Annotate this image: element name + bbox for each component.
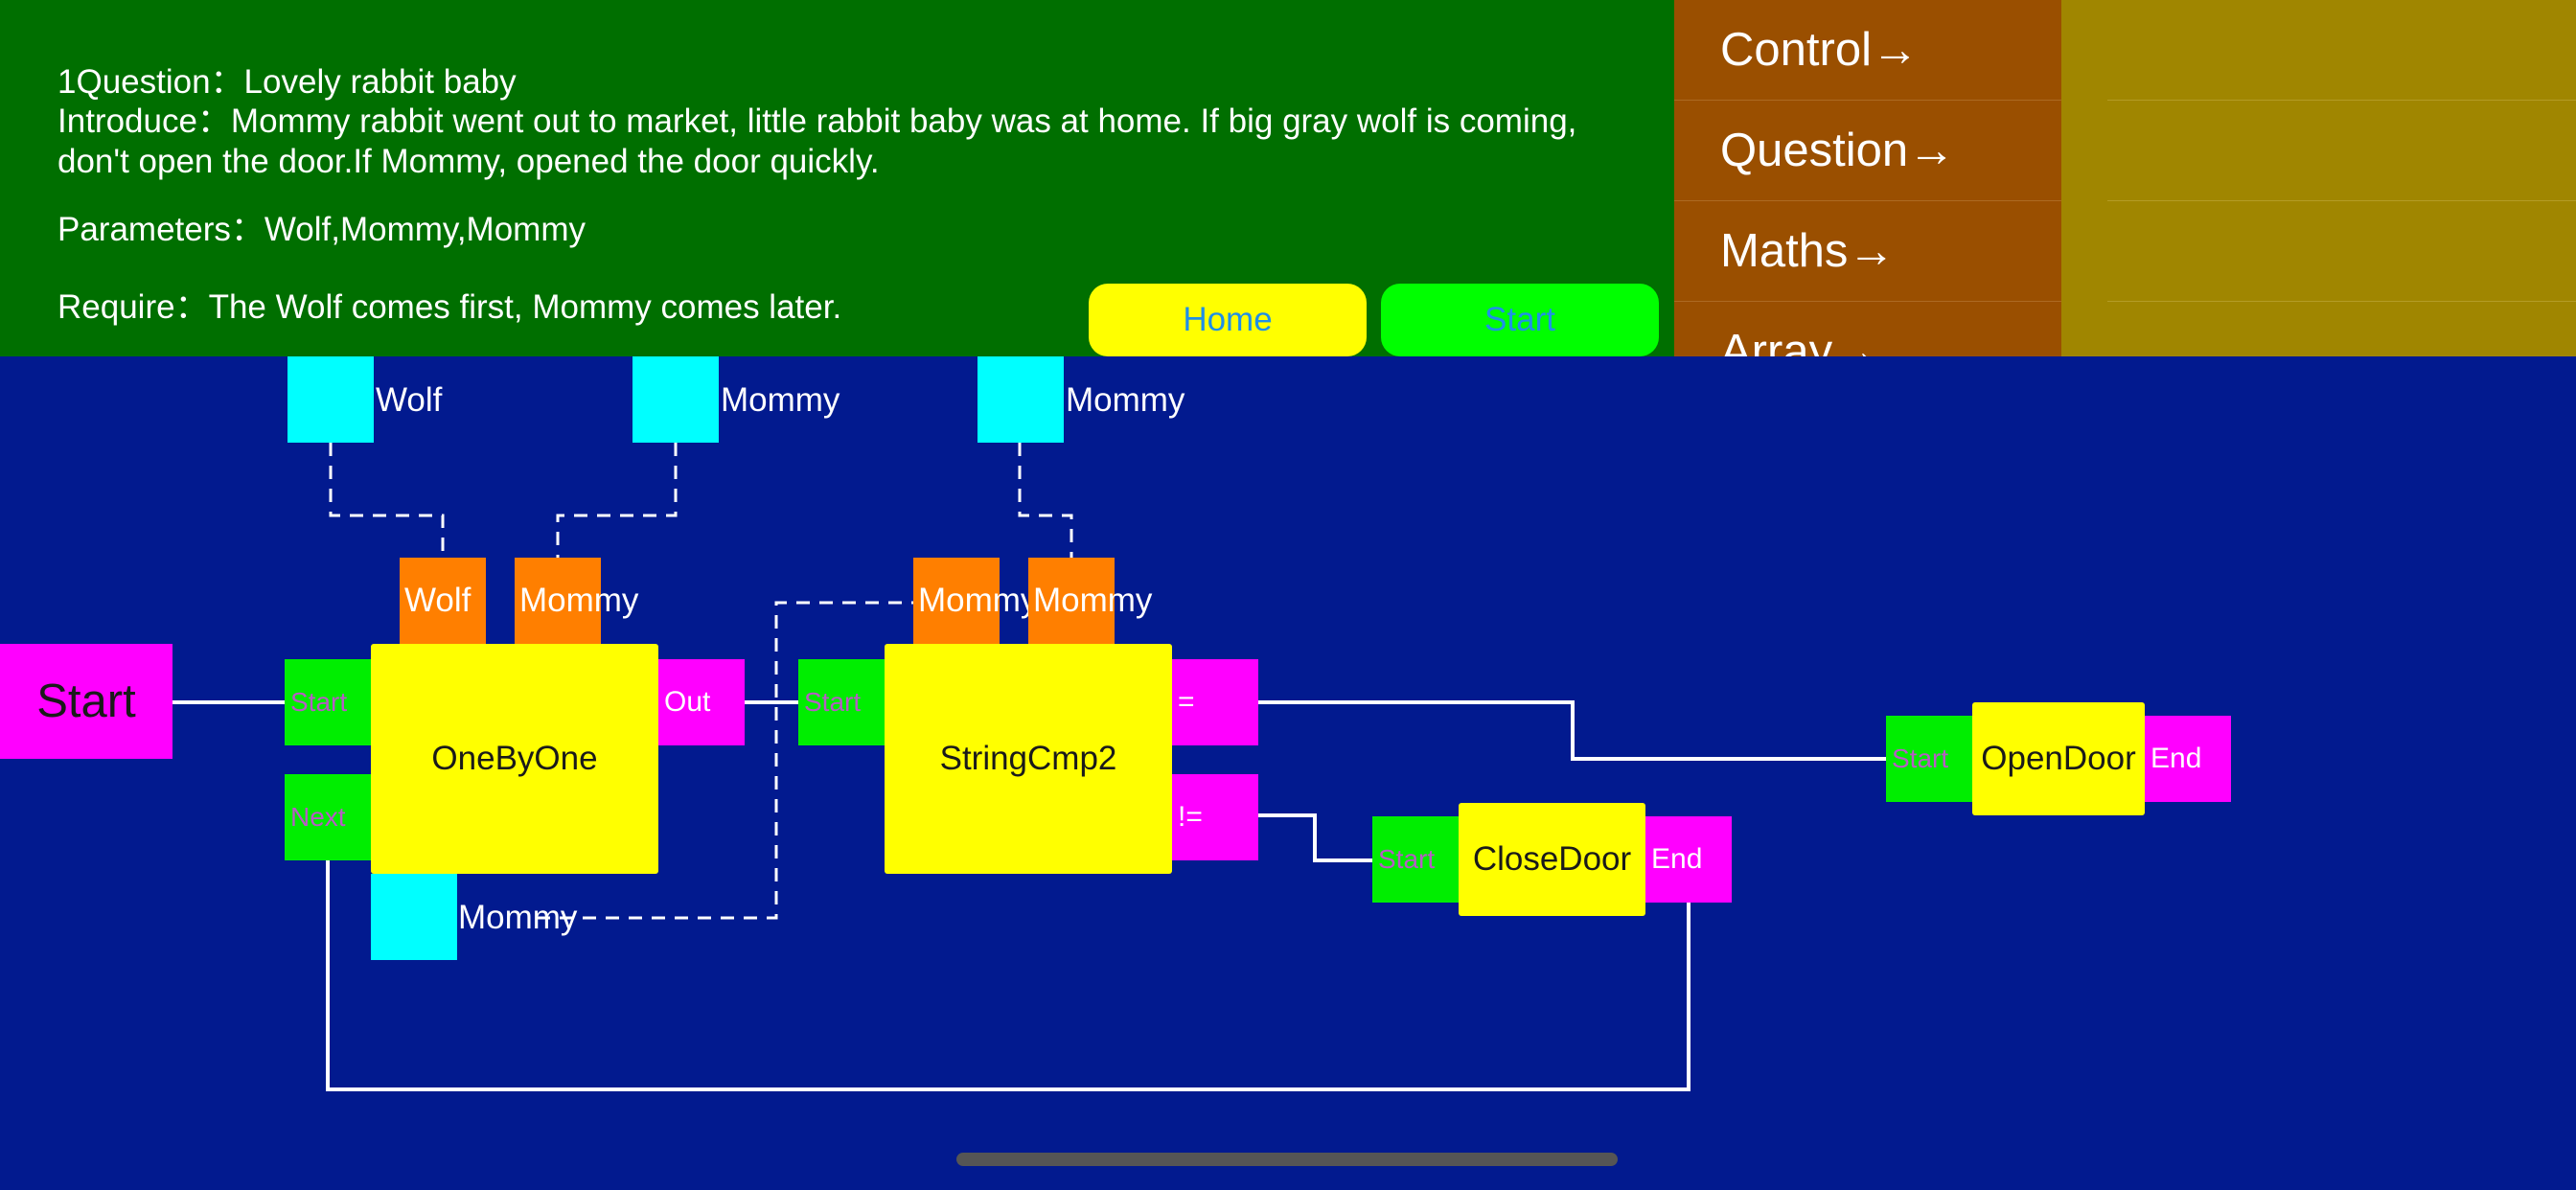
closedoor-node[interactable]: CloseDoor [1459, 803, 1645, 916]
category-menu: Control→ Question→ Maths→ Array→ [1674, 0, 2061, 356]
question-require: Require：The Wolf comes first, Mommy come… [58, 288, 842, 326]
variable-label: Mommy [458, 899, 578, 936]
question-introduce: Introduce：Mommy rabbit went out to marke… [58, 103, 1577, 180]
connection-wires [172, 443, 1886, 1091]
param-port-mommy[interactable]: Mommy [1028, 558, 1152, 644]
wire-neq-to-closedoor [1258, 813, 1372, 862]
variable-label: Wolf [376, 381, 443, 419]
menu-item-question[interactable]: Question→ [1674, 101, 2061, 201]
dash-result-to-stringcmp [537, 601, 958, 920]
variable-mommy[interactable] [632, 356, 719, 443]
flow-canvas[interactable]: Wolf Mommy Mommy Mommy Start Wolf Mommy … [0, 356, 2576, 1190]
opendoor-end-port[interactable]: End [2145, 716, 2231, 802]
onebyone-next-port[interactable]: Next [285, 774, 371, 860]
start-button[interactable]: Start [1381, 284, 1659, 356]
submenu-row[interactable] [2107, 201, 2576, 302]
onebyone-start-port[interactable]: Start [285, 659, 371, 745]
onebyone-node[interactable]: OneByOne [371, 644, 658, 874]
closedoor-end-port[interactable]: End [1645, 816, 1732, 903]
menu-item-array[interactable]: Array→ [1674, 302, 2061, 356]
wire-closedoor-end-loop [326, 858, 1690, 1091]
onebyone-out-port[interactable]: Out [658, 659, 745, 745]
dash-wolf-to-param [329, 443, 445, 558]
variable-mommy[interactable] [978, 356, 1064, 443]
variable-mommy-result[interactable] [371, 874, 457, 960]
variable-label: Mommy [1066, 381, 1185, 419]
menu-item-maths[interactable]: Maths→ [1674, 201, 2061, 302]
submenu-panel [2061, 0, 2576, 356]
stringcmp-equal-port[interactable]: = [1172, 659, 1258, 745]
variable-wolf[interactable] [288, 356, 374, 443]
param-port-mommy[interactable]: Mommy [515, 558, 638, 644]
stringcmp-start-port[interactable]: Start [798, 659, 885, 745]
submenu-row[interactable] [2107, 101, 2576, 201]
question-panel: 1Question：Lovely rabbit baby Introduce：M… [0, 0, 1674, 356]
opendoor-node[interactable]: OpenDoor [1972, 702, 2145, 815]
start-node[interactable]: Start [0, 644, 172, 759]
closedoor-start-port[interactable]: Start [1372, 816, 1459, 903]
submenu-row[interactable] [2107, 302, 2576, 356]
param-port-wolf[interactable]: Wolf [400, 558, 486, 644]
opendoor-start-port[interactable]: Start [1886, 716, 1972, 802]
param-port-mommy[interactable]: Mommy [913, 558, 1037, 644]
variable-label: Mommy [721, 381, 840, 419]
stringcmp-notequal-port[interactable]: != [1172, 774, 1258, 860]
dash-mommy2-to-param [1018, 443, 1073, 558]
wire-eq-to-opendoor [1258, 700, 1886, 761]
question-parameters: Parameters：Wolf,Mommy,Mommy [58, 211, 586, 248]
menu-item-control[interactable]: Control→ [1674, 0, 2061, 101]
home-indicator[interactable] [956, 1153, 1618, 1166]
submenu-row[interactable] [2107, 0, 2576, 101]
question-title: 1Question：Lovely rabbit baby [58, 63, 517, 101]
dash-mommy-to-param [556, 443, 678, 558]
home-button[interactable]: Home [1089, 284, 1367, 356]
stringcmp2-node[interactable]: StringCmp2 [885, 644, 1172, 874]
